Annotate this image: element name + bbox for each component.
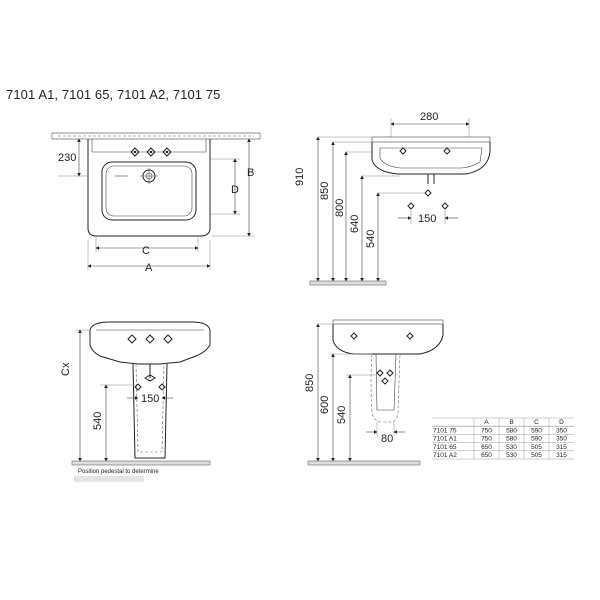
dim-d-label: D — [231, 184, 239, 196]
table-cell: 7101 A1 — [433, 436, 457, 443]
dim-600-label: 600 — [319, 396, 331, 414]
dim-800-label: 800 — [334, 199, 346, 217]
fixing-holes-icon — [407, 189, 449, 210]
dim-a-label: A — [145, 262, 153, 274]
table-header-cell: B — [509, 419, 513, 426]
table-header-cell: A — [484, 419, 489, 426]
dim-540-ped-side-label: 540 — [336, 406, 348, 424]
table-cell: 750 — [481, 427, 492, 434]
dim-230-label: 230 — [58, 152, 76, 164]
table-cell: 580 — [506, 436, 517, 443]
table-cell: 350 — [556, 436, 567, 443]
dim-150-ped-label: 150 — [141, 393, 159, 405]
drawing-title: 7101 A1, 7101 65, 7101 A2, 7101 75 — [6, 87, 221, 102]
dim-cx-label: Cx — [60, 362, 72, 376]
dim-540-ped-label: 540 — [92, 412, 104, 430]
dim-850-label: 850 — [319, 182, 331, 200]
dim-150-label: 150 — [418, 213, 436, 225]
table-cell: 7101 75 — [433, 427, 457, 434]
table-cell: 590 — [531, 436, 542, 443]
table-cell: 315 — [556, 444, 567, 451]
dim-c-label: C — [142, 245, 150, 257]
table-cell: 650 — [481, 444, 492, 451]
table-header-cell: C — [534, 419, 539, 426]
table-cell: 650 — [481, 452, 492, 459]
side-view: 280 150 910 850 80 — [294, 111, 491, 286]
front-pedestal-view: 150 Cx 540 Position pedestal to determin… — [60, 321, 211, 482]
table-header-cell: D — [559, 419, 564, 426]
top-view: 230 B D C A — [51, 132, 261, 274]
table-cell: 7101 65 — [433, 444, 457, 451]
dim-910-label: 910 — [294, 168, 306, 186]
dim-640-label: 640 — [349, 215, 361, 233]
dim-850-ped-label: 850 — [304, 374, 316, 392]
table-cell: 530 — [506, 444, 517, 451]
table-cell: 750 — [481, 436, 492, 443]
table-cell: 315 — [556, 452, 567, 459]
dim-80-label: 80 — [381, 433, 393, 445]
table-cell: 530 — [506, 452, 517, 459]
table-cell: 7101 A2 — [433, 452, 457, 459]
dim-280-label: 280 — [420, 111, 438, 123]
dim-540-label: 540 — [365, 230, 377, 248]
tap-holes — [130, 147, 172, 157]
side-pedestal-view: 80 850 600 540 — [304, 319, 444, 466]
table-cell: 590 — [531, 427, 542, 434]
table-cell: 350 — [556, 427, 567, 434]
pedestal-note: Position pedestal to determine — [78, 469, 159, 475]
dimension-table: A B C D 7101 75 750 580 590 350 7101 A1 750 580 590 3… — [432, 417, 574, 460]
dim-b-label: B — [247, 167, 254, 179]
table-cell: 505 — [531, 444, 542, 451]
drain-icon — [115, 168, 158, 184]
table-cell: 505 — [531, 452, 542, 459]
table-cell: 580 — [506, 427, 517, 434]
